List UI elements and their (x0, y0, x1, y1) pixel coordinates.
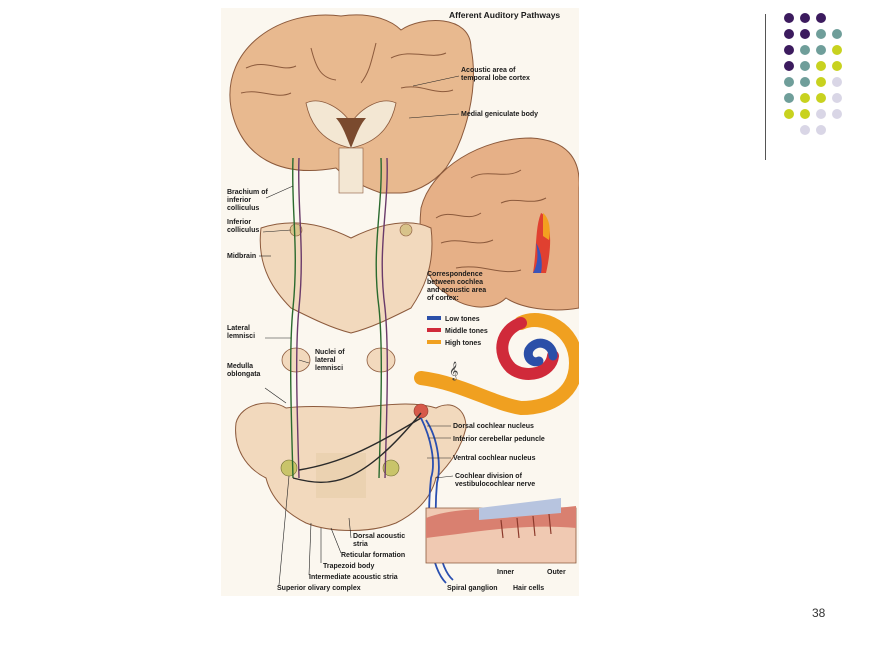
label-trapezoid: Trapezoid body (323, 563, 374, 570)
label-medulla-1: Medulla (227, 363, 253, 370)
auditory-pathway-figure: 𝄞 (221, 8, 579, 596)
decorative-dot (800, 125, 810, 135)
label-correspondence-3: and acoustic area (427, 287, 486, 294)
decorative-dot (800, 45, 810, 55)
decorative-dot (784, 13, 794, 23)
decorative-dot (816, 45, 826, 55)
label-lateral-lemnisci-1: Lateral (227, 325, 250, 332)
label-intermediate: Intermediate acoustic stria (309, 574, 398, 581)
label-ventral-cochlear: Ventral cochlear nucleus (453, 455, 536, 462)
label-medial-geniculate: Medial geniculate body (461, 111, 538, 118)
brain-lateral-illustration (419, 137, 579, 311)
decorative-dot (800, 109, 810, 119)
decorative-dot (832, 45, 842, 55)
label-brachium-2: inferior (227, 197, 251, 204)
cerebrum-section-illustration (229, 14, 474, 194)
decorative-dot (800, 13, 810, 23)
label-nuclei-lemnisci-3: lemnisci (315, 365, 343, 372)
legend-swatch-middle (427, 328, 441, 332)
decorative-dot (784, 29, 794, 39)
label-spiral-ganglion: Spiral ganglion (447, 585, 498, 592)
page-number: 38 (812, 606, 826, 620)
decorative-dot (816, 125, 826, 135)
decorative-dot (784, 93, 794, 103)
midbrain-illustration (259, 222, 433, 334)
decorative-dot (816, 77, 826, 87)
label-cochlear-division-2: vestibulocochlear nerve (455, 481, 535, 488)
decorative-dot (832, 61, 842, 71)
label-correspondence-4: of cortex: (427, 295, 459, 302)
auditory-fiber-tracts (289, 157, 454, 584)
cochlea-spiral-illustration: 𝄞 (414, 312, 579, 416)
decorative-dot (832, 77, 842, 87)
decorative-dot (784, 77, 794, 87)
decorative-dot (816, 29, 826, 39)
legend-low-tones: Low tones (445, 316, 480, 323)
decorative-dot (800, 29, 810, 39)
decorative-dot (832, 109, 842, 119)
decorative-dot (816, 13, 826, 23)
label-reticular: Reticular formation (341, 552, 405, 559)
decorative-dot (816, 109, 826, 119)
leader-lines (259, 75, 460, 586)
legend-swatch-high (427, 340, 441, 344)
decorative-dot (800, 77, 810, 87)
decorative-dot (832, 93, 842, 103)
decorative-dot (784, 109, 794, 119)
decorative-dot (800, 93, 810, 103)
label-midbrain: Midbrain (227, 253, 256, 260)
label-inferior-colliculus-1: Inferior (227, 219, 251, 226)
decorative-dot (816, 93, 826, 103)
label-acoustic-area-2: temporal lobe cortex (461, 75, 530, 82)
label-dorsal-cochlear: Dorsal cochlear nucleus (453, 423, 534, 430)
label-nuclei-lemnisci-2: lateral (315, 357, 336, 364)
svg-text:𝄞: 𝄞 (449, 361, 458, 381)
label-hair-cells: Hair cells (513, 585, 544, 592)
decorative-dot (784, 45, 794, 55)
decorative-dot (816, 61, 826, 71)
label-lateral-lemnisci-2: lemnisci (227, 333, 255, 340)
figure-title: Afferent Auditory Pathways (449, 10, 560, 20)
label-dorsal-acoustic-2: stria (353, 541, 368, 548)
label-correspondence-1: Correspondence (427, 271, 483, 278)
label-inferior-cerebellar: Inferior cerebellar peduncle (453, 436, 545, 443)
legend-middle-tones: Middle tones (445, 328, 488, 335)
label-inferior-colliculus-2: colliculus (227, 227, 259, 234)
label-nuclei-lemnisci-1: Nuclei of (315, 349, 345, 356)
label-acoustic-area-1: Acoustic area of (461, 67, 516, 74)
organ-of-corti-illustration (425, 498, 577, 564)
decorative-dot (832, 29, 842, 39)
label-correspondence-2: between cochlea (427, 279, 483, 286)
label-brachium-3: colliculus (227, 205, 259, 212)
decorative-dot (784, 61, 794, 71)
decorative-dot-grid (784, 13, 864, 143)
label-superior-olivary: Superior olivary complex (277, 585, 361, 592)
label-inner: Inner (497, 569, 514, 576)
label-outer: Outer (547, 569, 566, 576)
title-divider-line (765, 14, 766, 160)
legend-high-tones: High tones (445, 340, 481, 347)
decorative-dot (800, 61, 810, 71)
label-medulla-2: oblongata (227, 371, 261, 378)
label-cochlear-division-1: Cochlear division of (455, 473, 523, 480)
legend-swatch-low (427, 316, 441, 320)
label-brachium-1: Brachium of (227, 189, 269, 196)
label-dorsal-acoustic-1: Dorsal acoustic (353, 533, 405, 540)
